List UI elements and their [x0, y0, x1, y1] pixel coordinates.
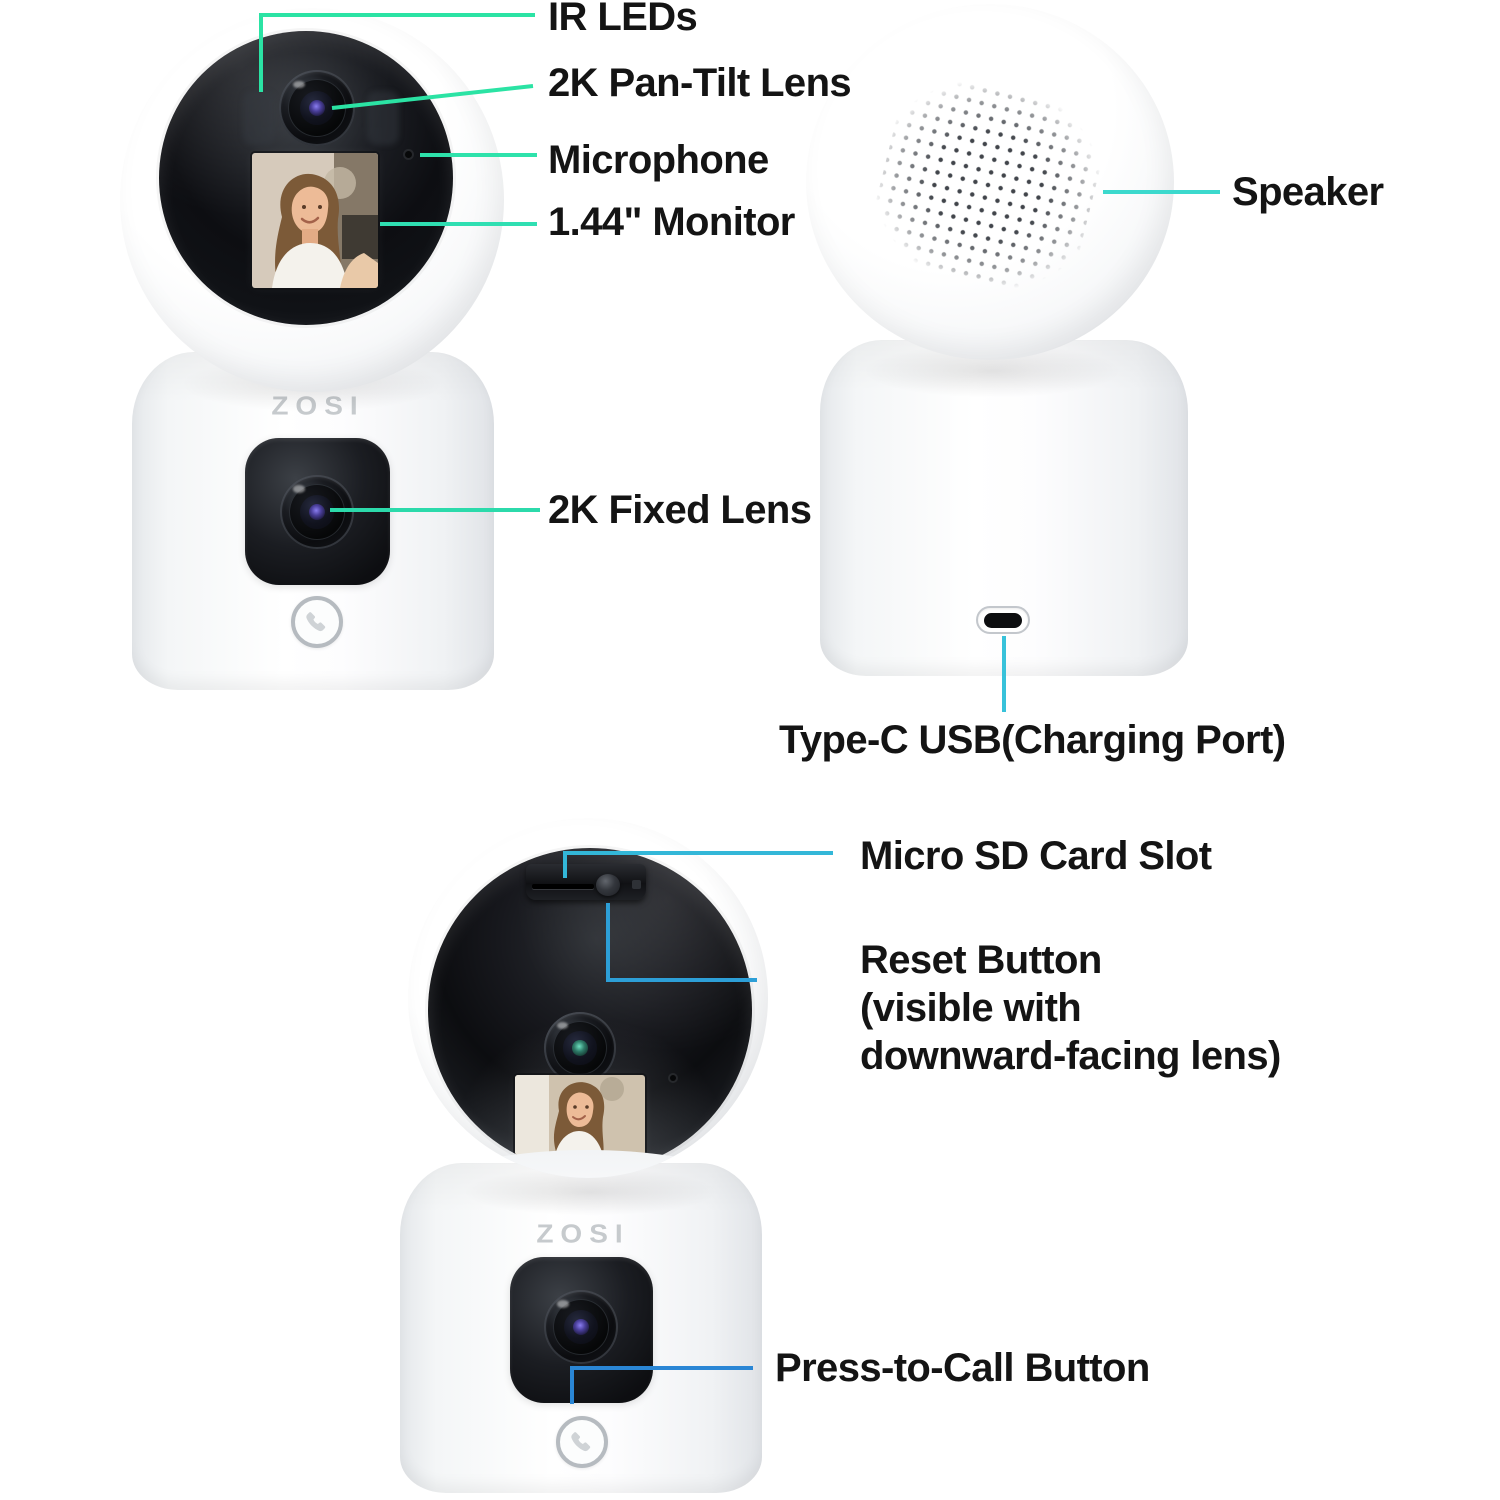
monitor-screen: [515, 1075, 645, 1155]
zosi-logo: ZOSI: [536, 1219, 630, 1248]
label-reset-line-1: Reset Button: [860, 938, 1102, 982]
label-sd-slot: Micro SD Card Slot: [860, 834, 1212, 878]
press-to-call-button: [556, 1416, 608, 1468]
fixed-lens: [280, 475, 354, 549]
shelf-notch: [632, 880, 641, 889]
microphone-hole: [405, 151, 412, 158]
label-reset-line-2: (visible with: [860, 986, 1082, 1030]
label-ir-leds: IR LEDs: [548, 0, 698, 39]
ir-led-left: [243, 91, 275, 145]
label-reset-line-3: downward-facing lens): [860, 1034, 1281, 1078]
usb-c-port: [976, 606, 1030, 634]
monitor-screen: [252, 153, 378, 288]
phone-icon: [571, 1432, 591, 1452]
camera-body: ZOSI: [400, 1163, 762, 1493]
camera-head: [408, 818, 768, 1178]
head-chin: [408, 1150, 768, 1178]
reset-button: [596, 874, 620, 896]
camera-body: [820, 340, 1188, 676]
camera-body: ZOSI: [132, 352, 494, 690]
label-pan-tilt-lens: 2K Pan-Tilt Lens: [548, 61, 852, 105]
monitor-portrait: [252, 153, 378, 288]
label-speaker: Speaker: [1232, 170, 1384, 214]
microphone-hole: [670, 1075, 676, 1081]
sd-card-shelf: [526, 864, 646, 900]
zosi-logo: ZOSI: [271, 391, 364, 420]
fixed-lens: [544, 1290, 618, 1364]
label-microphone: Microphone: [548, 138, 769, 182]
label-reset: Reset Button (visible with downward-faci…: [860, 936, 1281, 1080]
label-fixed-lens: 2K Fixed Lens: [548, 488, 812, 532]
micro-sd-card-slot: [532, 884, 594, 889]
fixed-lens-housing: [510, 1257, 653, 1403]
monitor-portrait: [515, 1075, 645, 1155]
label-monitor: 1.44" Monitor: [548, 200, 795, 244]
label-type-c: Type-C USB(Charging Port): [779, 718, 1286, 762]
press-to-call-button: [291, 596, 343, 648]
camera-head: [806, 4, 1174, 360]
label-call-button: Press-to-Call Button: [775, 1346, 1150, 1390]
camera-face: [428, 848, 752, 1172]
phone-icon: [306, 612, 326, 632]
pan-tilt-lens: [544, 1012, 616, 1084]
